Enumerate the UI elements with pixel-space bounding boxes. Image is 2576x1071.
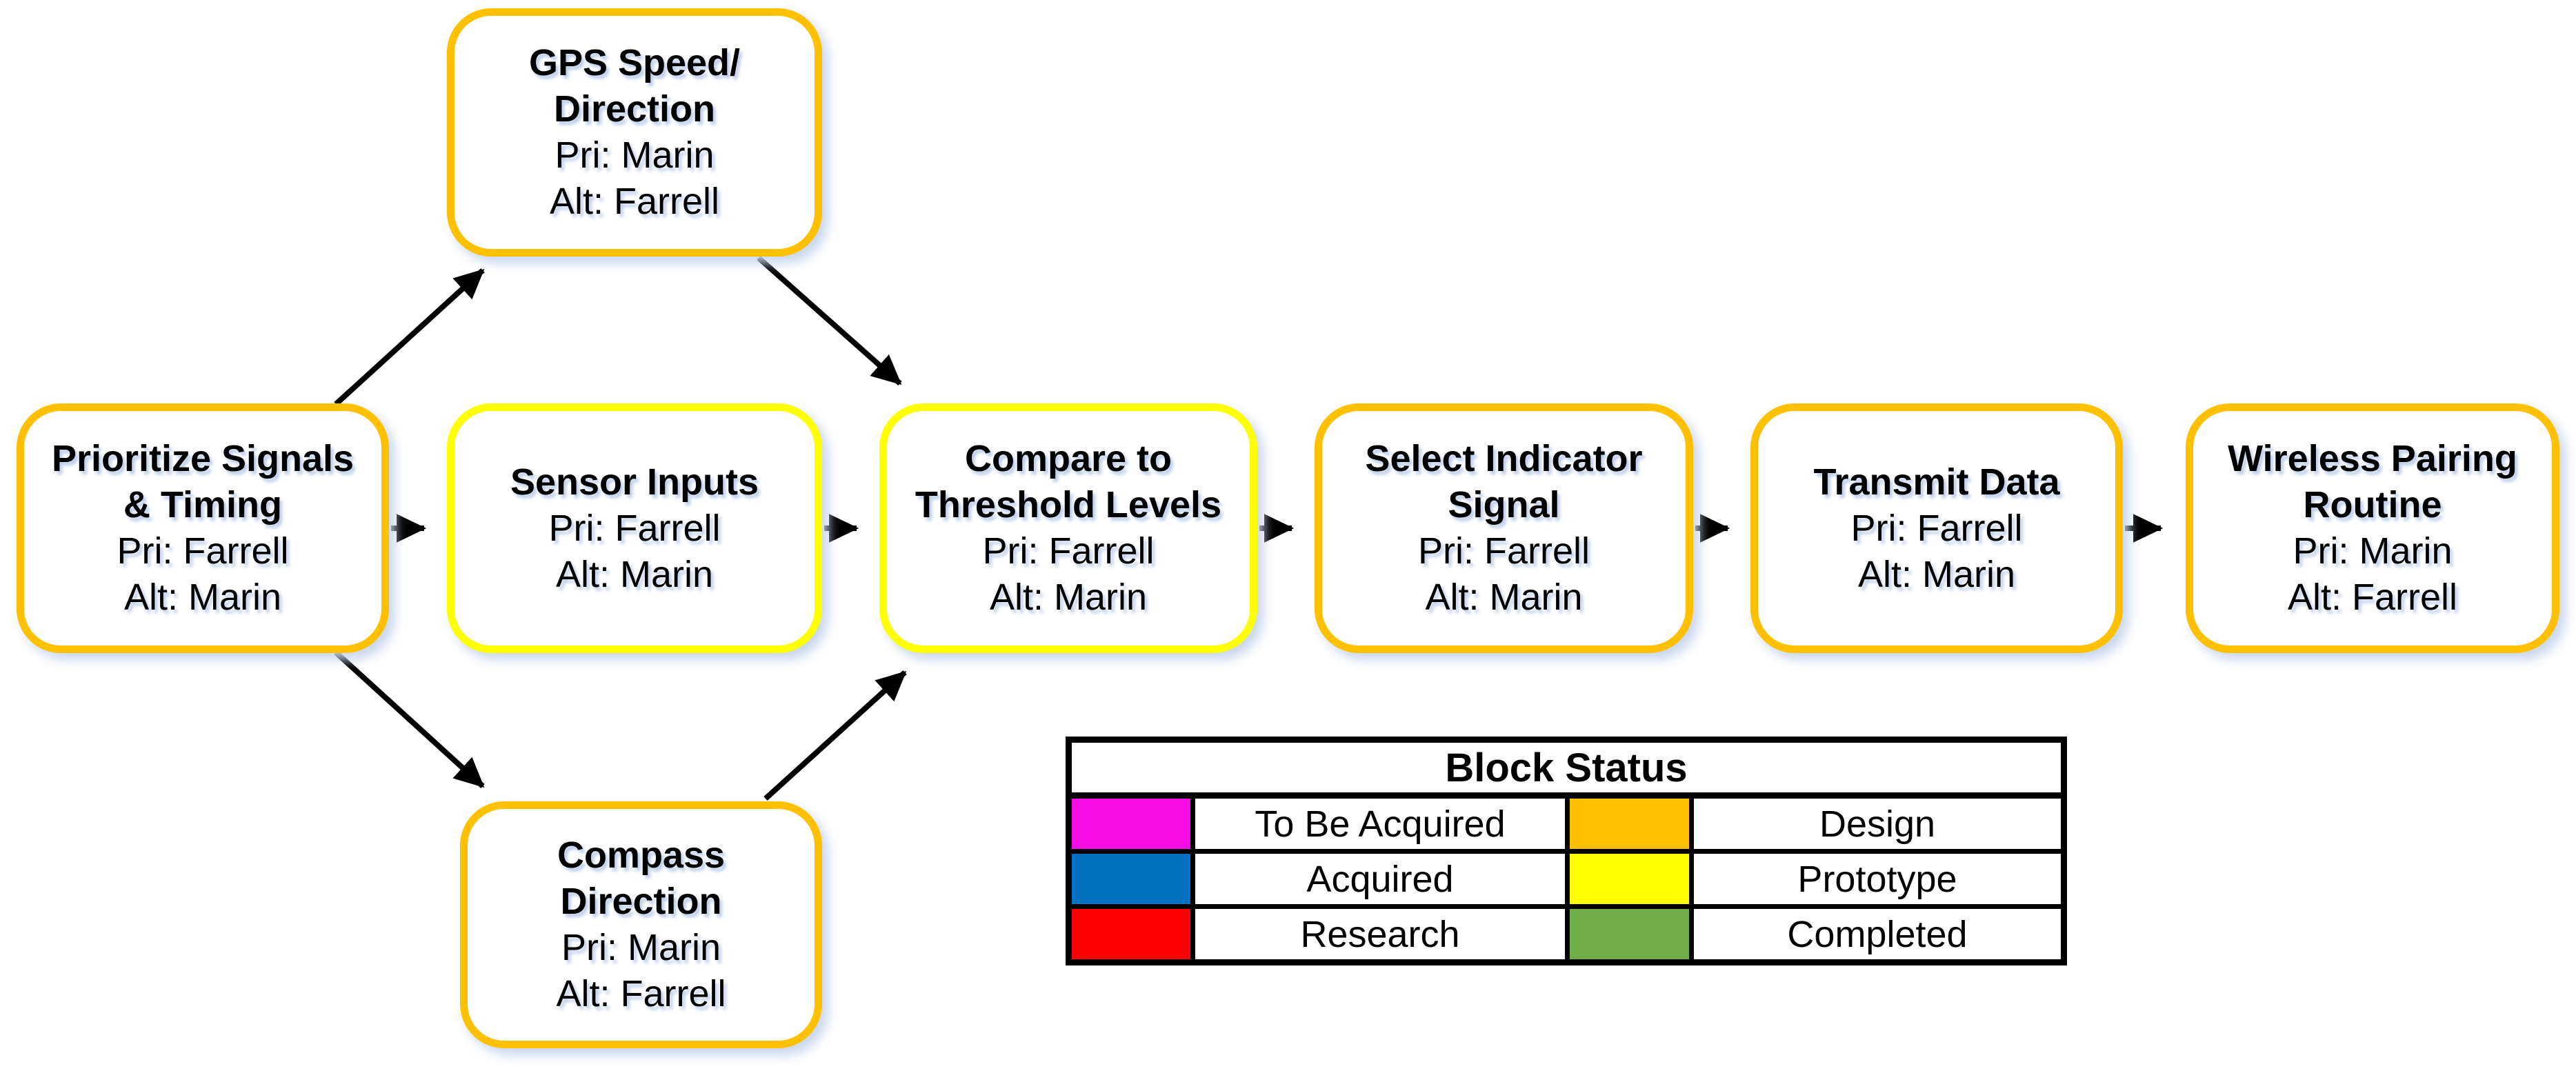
node-wireless-pairing-routine: Wireless Pairing Routine Pri: Marin Alt:… xyxy=(2186,403,2559,653)
node-prioritize-signals-timing: Prioritize Signals & Timing Pri: Farrell… xyxy=(17,403,389,653)
arrow-gps-to-compare xyxy=(757,256,902,386)
node-alternate-owner: Alt: Marin xyxy=(555,553,714,595)
node-title: Transmit Data xyxy=(1813,461,2060,503)
node-compare-to-threshold-levels: Compare to Threshold Levels Pri: Farrell… xyxy=(879,403,1257,653)
node-alternate-owner: Alt: Farrell xyxy=(549,181,720,222)
legend-label: To Be Acquired xyxy=(1190,793,1570,854)
arrow-prioritize-to-gps xyxy=(334,268,485,406)
legend-swatch-completed xyxy=(1565,904,1694,965)
node-primary-owner: Pri: Farrell xyxy=(548,507,721,549)
legend-swatch-design xyxy=(1565,793,1694,854)
node-title: Select Indicator Signal xyxy=(1365,438,1643,526)
node-primary-owner: Pri: Farrell xyxy=(982,530,1155,572)
node-title: Prioritize Signals & Timing xyxy=(51,438,355,526)
node-primary-owner: Pri: Marin xyxy=(2293,530,2453,572)
arrow-prioritize-to-compass xyxy=(334,650,485,788)
node-title: Wireless Pairing Routine xyxy=(2228,438,2517,526)
node-alternate-owner: Alt: Farrell xyxy=(556,973,726,1014)
legend-title: Block Status xyxy=(1066,737,2067,799)
legend-label: Acquired xyxy=(1190,849,1570,909)
node-select-indicator-signal: Select Indicator Signal Pri: Farrell Alt… xyxy=(1315,403,1693,653)
node-sensor-inputs: Sensor Inputs Pri: Farrell Alt: Marin xyxy=(447,403,822,653)
node-alternate-owner: Alt: Marin xyxy=(1425,577,1583,618)
node-primary-owner: Pri: Farrell xyxy=(117,530,289,572)
node-alternate-owner: Alt: Marin xyxy=(123,577,282,618)
node-gps-speed-direction: GPS Speed/ Direction Pri: Marin Alt: Far… xyxy=(447,8,822,257)
node-transmit-data: Transmit Data Pri: Farrell Alt: Marin xyxy=(1750,403,2123,653)
legend-swatch-prototype xyxy=(1565,849,1694,909)
legend-swatch-acquired xyxy=(1066,849,1195,909)
arrow-compass-to-compare xyxy=(763,670,907,801)
node-primary-owner: Pri: Marin xyxy=(561,927,721,968)
node-title: Compare to Threshold Levels xyxy=(915,438,1222,526)
node-title: Sensor Inputs xyxy=(510,461,759,503)
node-title: GPS Speed/ Direction xyxy=(528,42,741,130)
node-primary-owner: Pri: Farrell xyxy=(1417,530,1590,572)
node-alternate-owner: Alt: Marin xyxy=(989,577,1148,618)
node-alternate-owner: Alt: Farrell xyxy=(2287,577,2458,618)
legend-swatch-research xyxy=(1066,904,1195,965)
node-compass-direction: Compass Direction Pri: Marin Alt: Farrel… xyxy=(460,801,822,1048)
node-alternate-owner: Alt: Marin xyxy=(1857,553,2016,595)
legend-label: Completed xyxy=(1689,904,2066,965)
legend-label: Research xyxy=(1190,904,1570,965)
legend-swatch-to-be-acquired xyxy=(1066,793,1195,854)
node-primary-owner: Pri: Marin xyxy=(555,134,715,176)
node-primary-owner: Pri: Farrell xyxy=(1850,507,2023,549)
legend-label: Prototype xyxy=(1689,849,2066,909)
block-status-legend: Block Status To Be Acquired Design Acqui… xyxy=(1066,737,2067,965)
legend-label: Design xyxy=(1689,793,2066,854)
node-title: Compass Direction xyxy=(557,834,726,922)
